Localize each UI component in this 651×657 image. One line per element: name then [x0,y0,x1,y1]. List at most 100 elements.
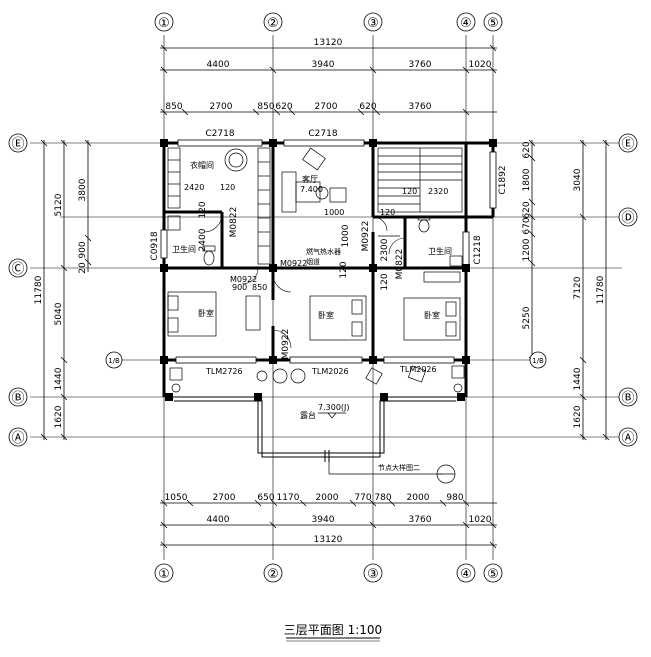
door-label-tlm2726: TLM2726 [205,367,243,376]
dim-bottom-r2-2: 3940 [312,515,335,525]
dim-lines-sides [40,139,610,441]
windows [160,139,497,364]
axis-label-5: ⑤ [487,16,499,31]
terrace-furniture [169,365,465,393]
inner-dim-2300: 2300 [380,238,390,261]
dim-bottom-r2-1: 4400 [207,515,230,525]
dim-right-5: 620 [522,141,532,158]
dim-top-r1-3: 3760 [409,60,432,70]
axis-label-5-bottom: ⑤ [487,567,499,582]
inner-dim-900: 900 [232,283,247,292]
terrace-parapet [170,396,460,462]
room-bath-right: 卫生间 [428,246,452,256]
bathroom-fixtures [167,215,463,267]
detail-reference: 节点大样图二 [378,463,420,472]
dim-right-4: 1620 [573,405,583,428]
dim-left-6: 900 [78,241,88,258]
door-label-m0822-left: M0822 [229,207,239,238]
inner-dim-120-d: 120 [339,261,349,278]
inner-dim-1000-b: 1000 [341,224,351,247]
dim-top-r2-6: 620 [359,102,376,112]
dim-top-r2-7: 3760 [409,102,432,112]
dim-bottom-r2-3: 3760 [409,515,432,525]
living-level: 7.400 [300,185,323,194]
dim-bottom-r2-4: 1020 [469,515,492,525]
columns [160,139,497,401]
window-label-c1218: C1218 [473,235,483,264]
living-furniture [281,147,347,213]
window-label-c1892: C1892 [498,165,508,194]
dim-right-1: 3040 [573,168,583,191]
detail-callout [328,456,456,484]
window-label-c2718-left: C2718 [205,129,234,139]
inner-dim-2420: 2420 [184,183,204,192]
dim-top-r1-4: 1020 [469,60,492,70]
window-label-c2718-right: C2718 [308,129,337,139]
axis-label-4: ④ [460,16,472,31]
room-bed-mid: 卧室 [318,310,334,320]
dim-right-2: 7120 [573,276,583,299]
door-swings [203,213,406,349]
dim-top-r1-2: 3940 [312,60,335,70]
staircase [377,147,463,213]
dim-lines-top [160,44,497,116]
room-bed-left: 卧室 [198,308,214,318]
dim-left-5: 3800 [78,178,88,201]
window-label-c0918: C0918 [150,231,160,260]
dim-bottom-r1-1: 1050 [165,493,188,503]
label-flue: 烟道 [306,257,320,266]
dim-top-r2-2: 2700 [210,102,233,112]
door-label-m0922-b: M0922 [280,259,307,268]
inner-dim-120-b: 120 [198,201,208,218]
dim-top-r2-1: 850 [165,102,182,112]
dim-left-2: 5040 [54,302,64,325]
room-bath-left: 卫生间 [172,244,196,254]
axis-label-1: ① [158,16,170,31]
axis-label-c-left: Ⓒ [11,262,24,277]
axis-label-1-bottom: ① [158,567,170,582]
dim-right-9: 1200 [522,238,532,261]
inner-dim-2320: 2320 [428,187,448,196]
dim-left-7: 20 [78,262,88,274]
dim-top-r2-4: 620 [275,102,292,112]
axis-label-d-right: Ⓓ [621,211,634,226]
dim-top-overall: 13120 [314,38,343,48]
dim-bottom-r1-3: 650 [257,493,274,503]
dim-top-r2-3: 850 [257,102,274,112]
axis-label-2-bottom: ② [267,567,279,582]
door-label-m0922-d: M0922 [281,329,291,360]
room-living: 客厅 [302,174,318,184]
axis-label-a-right: Ⓐ [621,431,634,446]
door-label-m0822-right: M0822 [395,249,405,280]
dim-bottom-r1-7: 780 [374,493,391,503]
level-marker [318,412,346,419]
inner-dim-1000-a: 1000 [324,208,344,217]
axis-label-e-left: Ⓔ [11,137,24,152]
dim-bottom-r1-5: 2000 [316,493,339,503]
inner-dim-120-c: 120 [402,187,417,196]
dim-bottom-r1-8: 2000 [407,493,430,503]
dim-left-4: 1620 [54,405,64,428]
axis-label-e-right: Ⓔ [621,137,634,152]
axis-label-1b-left: 1/B [108,357,120,365]
dim-right-7: 620 [522,201,532,218]
inner-dim-120-a: 120 [220,183,235,192]
terrace-level: 7.300(J) [318,403,350,412]
dim-left-overall: 11780 [34,275,44,304]
axis-label-b-left: Ⓑ [11,391,24,406]
room-wardrobe: 衣帽间 [190,160,214,170]
dim-right-8: 670 [522,217,532,234]
closet-shelves [167,147,271,265]
inner-dim-2400: 2400 [198,228,208,251]
beds [167,271,461,341]
dim-right-6: 1800 [522,168,532,191]
label-water-heater: 燃气热水器 [306,247,341,256]
axis-bubbles [8,12,638,583]
room-terrace: 露台 [300,410,316,420]
door-label-tlm2026-mid: TLM2026 [311,367,349,376]
axis-label-1b-right: 1/B [532,357,544,365]
drawing-title: 三层平面图 1:100 [284,623,382,637]
door-label-tlm2026-right: TLM2026 [399,365,437,374]
axis-label-b-right: Ⓑ [621,391,634,406]
